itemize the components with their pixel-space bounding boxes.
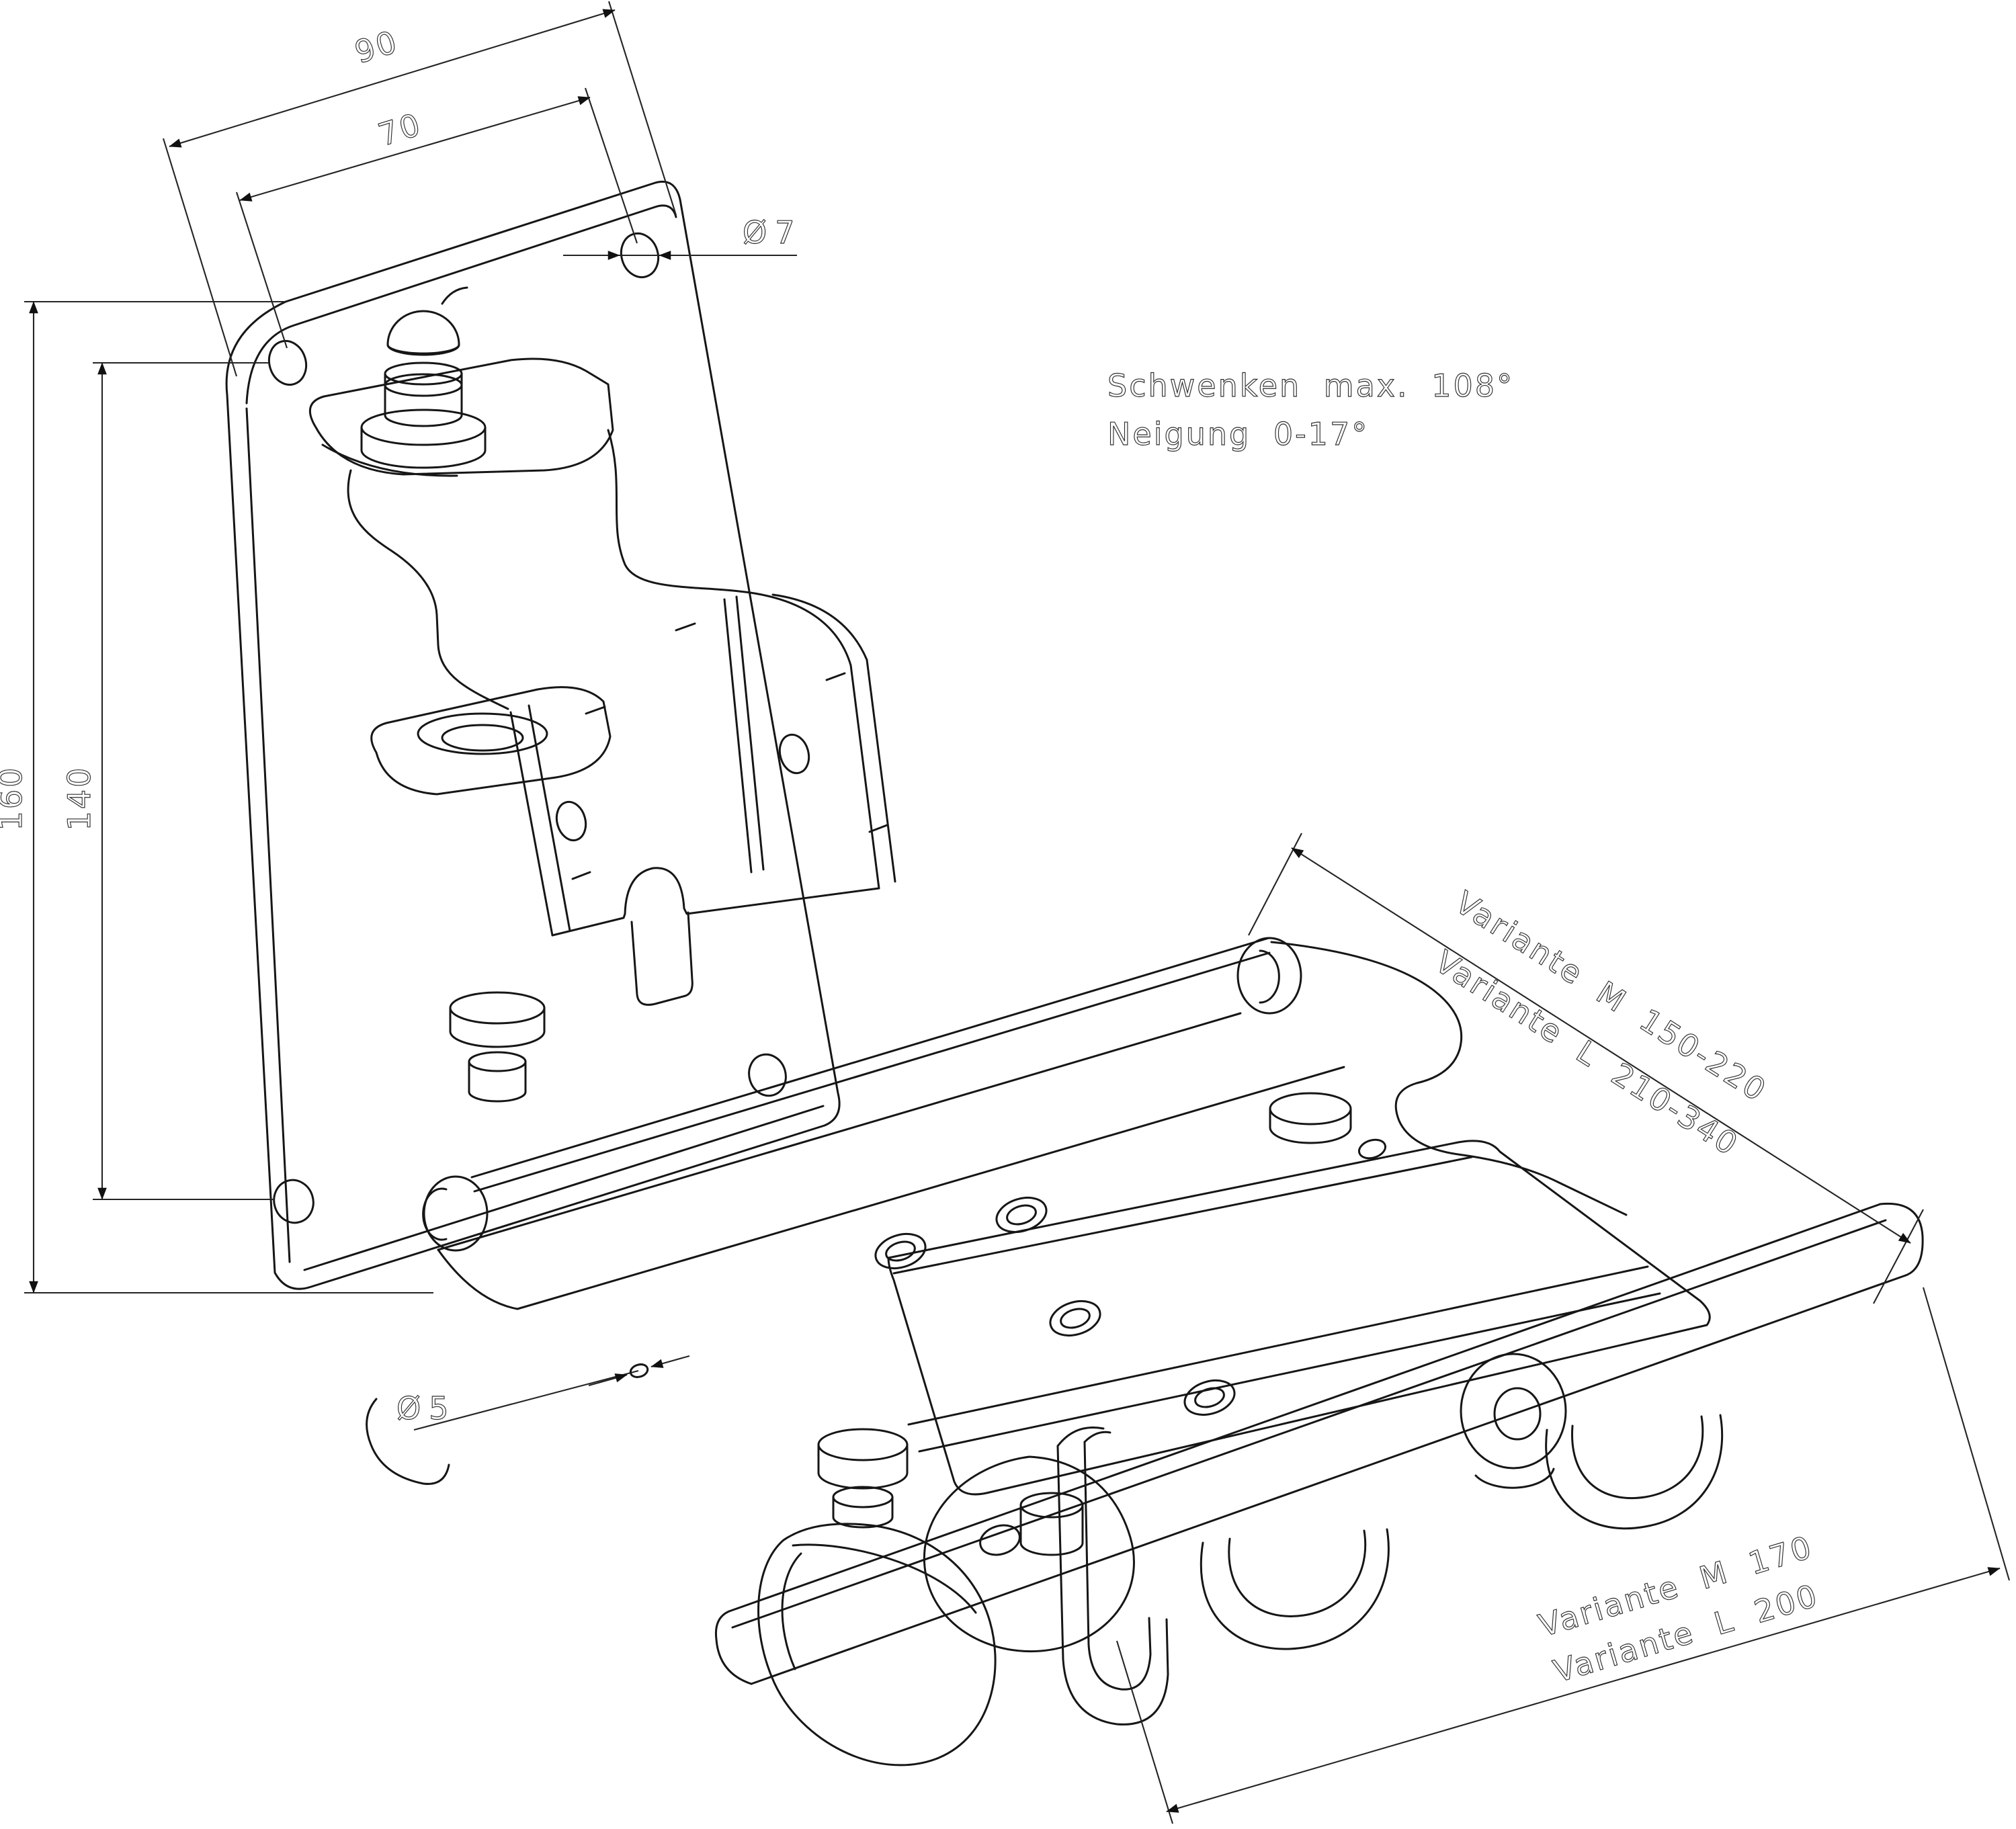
bracket-center-fold — [723, 595, 765, 874]
slider-clamp — [1056, 1426, 1169, 1726]
bracket-slot-left — [555, 800, 587, 842]
variant-depth-dimension: Variante M 150-220 Variante L 210-340 — [1248, 833, 1924, 1304]
ext-line — [162, 138, 238, 377]
ball-collar — [360, 409, 487, 446]
mounting-hole-bottom-left — [273, 1179, 314, 1224]
mounting-hole-top-right — [620, 232, 660, 279]
small-hole-o5 — [629, 1363, 649, 1378]
wall-plate-thickness-top — [245, 204, 677, 405]
speaker-hook-right — [1545, 1414, 1724, 1530]
speaker-hook-left — [1200, 1528, 1390, 1650]
slide-plate-rear-fold — [892, 1156, 1473, 1275]
ext-line — [585, 87, 638, 244]
rear-rail — [422, 937, 1628, 1310]
bracket-left-edge — [509, 704, 571, 937]
teardrop-tab — [923, 1455, 1135, 1653]
note-swivel-tilt: Schwenken max. 108° Neigung 0-17° — [1107, 367, 1514, 452]
rail-flange-front — [437, 1066, 1345, 1310]
diameter-7-callout: Ø7 — [563, 214, 802, 260]
rail-roll-right-inner — [1259, 949, 1280, 1004]
ball-collar-side — [360, 426, 487, 452]
bracket-slot-right — [778, 733, 810, 775]
bracket-arm — [347, 429, 896, 1006]
dim-160-label: 160 — [0, 766, 29, 831]
ball-pin — [441, 286, 468, 305]
bracket-left-contour — [347, 469, 509, 710]
ball-dome — [386, 310, 460, 355]
under-clamp-parts — [757, 1414, 1724, 1767]
bracket-right-edge — [771, 593, 896, 890]
wing-screw — [757, 1523, 997, 1767]
diameter-5-callout: Ø5 — [396, 1355, 690, 1431]
wall-plate-thickness-left — [245, 407, 291, 1263]
slide-plate-holes — [1049, 1300, 1236, 1416]
bracket-bottom-tongue — [630, 911, 694, 1006]
height-140-dimension: 140 — [60, 361, 273, 1201]
rail-lip — [473, 951, 1271, 1193]
mounting-hole-bottom-right — [748, 1053, 787, 1097]
dim-o5-label: Ø5 — [396, 1390, 456, 1427]
rail-roll-left — [423, 1175, 489, 1252]
ball-clamp-front-edge — [321, 443, 458, 477]
slide-plate-outline — [887, 1140, 1711, 1496]
lock-tab — [366, 1398, 450, 1485]
dim-140-label: 140 — [61, 766, 97, 831]
washer-stack-lower — [817, 1428, 909, 1529]
clamp-bar — [714, 1202, 1924, 1726]
rail-roll-left-inner — [422, 1187, 448, 1241]
dim-90-label: 90 — [351, 23, 403, 71]
bracket-right-contour — [607, 429, 852, 667]
clamp-bar-right-end — [1879, 1202, 1924, 1277]
wing-boss — [1269, 1092, 1352, 1125]
ball-joint — [309, 286, 614, 477]
rail-bottom-edge — [437, 1012, 1242, 1251]
ext-line — [1922, 1287, 2011, 1581]
ball-clamp-plate — [309, 357, 614, 476]
wall-plate-thickness-bottom — [303, 1105, 825, 1271]
ball-neck-bottom — [384, 414, 463, 427]
variant-width-dimension: Variante M 170 Variante L 200 — [1116, 1287, 2011, 1824]
clamp-bar-left-end — [714, 1610, 753, 1685]
dim-70-label: 70 — [374, 105, 427, 153]
note-swivel: Schwenken max. 108° — [1107, 368, 1514, 404]
ball-neck-side — [384, 372, 463, 417]
washer-stack — [449, 991, 546, 1103]
wall-plate-outline — [225, 180, 841, 1290]
slide-plate-front-folds — [907, 1265, 1661, 1453]
height-160-dimension: 160 — [0, 300, 433, 1294]
dimension-90: 90 — [162, 1, 677, 377]
ext-line — [236, 192, 288, 349]
rail-flange-holes — [874, 1197, 1048, 1269]
rail-roll-right — [1236, 937, 1302, 1015]
rail-top-edge — [470, 937, 1270, 1179]
mounting-hole-top-left — [267, 339, 308, 386]
note-tilt: Neigung 0-17° — [1107, 416, 1369, 452]
bracket-bottom-u-cutout — [551, 867, 880, 937]
clamp-bar-top — [728, 1203, 1882, 1613]
clamp-bar-bottom — [750, 1274, 1907, 1685]
clamp-knob — [1460, 1353, 1567, 1489]
swivel-clamp-plate — [370, 686, 612, 796]
swivel-joint — [366, 686, 612, 1485]
ball-dome-band — [386, 343, 460, 356]
ext-line — [607, 1, 677, 216]
wall-plate — [225, 180, 841, 1290]
bracket-bend-ticks — [571, 622, 888, 880]
teardrop-hole — [979, 1524, 1021, 1556]
slide-plate — [887, 1140, 1711, 1496]
swivel-disc-inner — [441, 724, 524, 752]
dimension-70: 70 — [236, 87, 638, 349]
ext-line — [1116, 1640, 1174, 1824]
swivel-disc — [417, 712, 548, 755]
wing-boss-bottom — [1269, 1126, 1352, 1144]
ext-line — [1873, 1209, 1924, 1304]
ball-collar-bottom — [360, 449, 487, 469]
dim-o7-label: Ø7 — [743, 214, 802, 251]
